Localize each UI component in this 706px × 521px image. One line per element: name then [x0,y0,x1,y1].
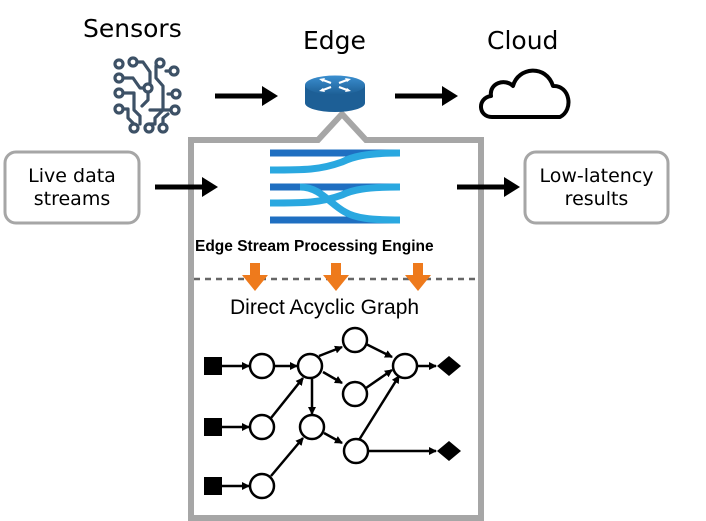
dag-sinks [437,356,461,461]
output-box [523,150,670,225]
source-node [204,477,222,495]
edge-label: Edge [303,26,366,55]
orange-arrow-2 [323,263,349,291]
operator-node [341,326,369,354]
router-icon [305,75,365,112]
arrowhead [202,177,218,197]
dag-edges [222,342,437,490]
output-box-text: Low-latency results [525,165,668,211]
dag-sources [204,357,222,495]
source-node [204,357,222,375]
source-node [204,418,222,436]
operator-node [298,413,326,441]
operator-node [248,472,276,500]
circuit-icon [113,56,182,134]
input-box-line2: streams [33,188,111,210]
dag-title: Direct Acyclic Graph [230,296,420,319]
operator-node [341,380,369,408]
sink-node [437,356,461,376]
output-box-line1: Low-latency [539,165,654,187]
operator-node [342,437,370,465]
orange-arrow-3 [405,263,431,291]
arrowhead [504,177,520,197]
operator-node [296,352,324,380]
arrowhead [262,86,278,106]
engine-title: Edge Stream Processing Engine [195,238,434,255]
sensors-label: Sensors [83,14,182,43]
input-box-text: Live data streams [5,165,139,211]
cloud-label: Cloud [487,26,559,55]
cloud-icon [479,68,571,119]
sink-node [437,441,461,461]
operator-node [391,352,419,380]
input-box [3,150,141,225]
operator-node [248,352,276,380]
output-box-line2: results [564,188,629,210]
orange-arrows [242,263,431,291]
dag-operators [248,326,419,500]
operator-node [248,413,276,441]
orange-arrow-1 [242,263,268,291]
arrowhead [442,86,458,106]
input-box-line1: Live data [28,165,116,187]
merging-streams-icon [269,149,401,224]
